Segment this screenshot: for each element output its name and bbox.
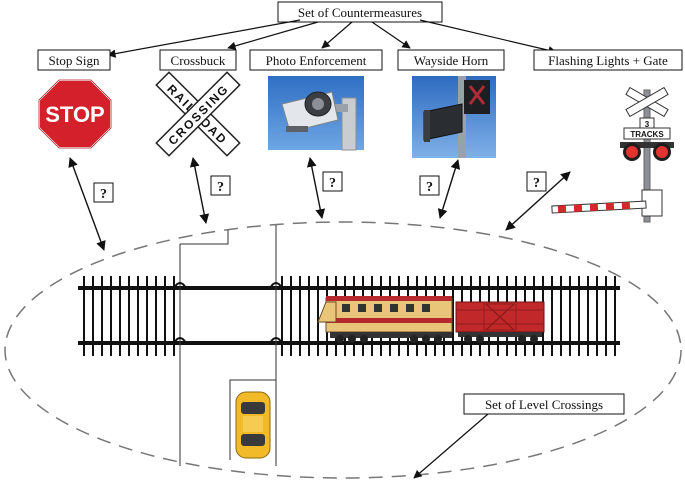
arrow-root-stop (107, 19, 301, 58)
question-mark: ? (100, 187, 107, 202)
arrow-root-crossbuck (227, 21, 319, 50)
car (229, 379, 276, 460)
arrow-root-photo (321, 21, 353, 49)
countermeasure-label: Crossbuck (171, 53, 226, 68)
crossings-set-ellipse (4, 221, 682, 479)
arrow-crossings-label (413, 413, 489, 479)
question-photo: ? (322, 171, 343, 192)
boxcar (455, 301, 545, 343)
association-arrows (68, 157, 571, 251)
stop-sign-text: STOP (45, 102, 105, 127)
horn-icon (412, 76, 496, 158)
question-horn: ? (419, 175, 440, 196)
stop-sign-icon: STOP (38, 79, 112, 149)
crossing-gate-icon: 3 TRACKS (551, 86, 674, 223)
crossbuck-icon: RAILROAD CROSSING (155, 71, 241, 157)
countermeasure-flashing-lights-gate: Flashing Lights + Gate (533, 49, 683, 71)
question-stop: ? (93, 182, 114, 203)
arrow-horn-crossings (437, 159, 461, 219)
arrow-photo-crossings (306, 157, 326, 219)
countermeasure-wayside-horn: Wayside Horn (397, 49, 505, 71)
camera-icon (268, 76, 364, 151)
arrow-root-horn (371, 21, 411, 49)
tracks-count: 3 (645, 120, 650, 129)
crossings-set-node: Set of Level Crossings (413, 393, 625, 479)
question-mark: ? (329, 176, 336, 191)
tracks-word: TRACKS (630, 130, 664, 139)
root-label: Set of Countermeasures (298, 5, 422, 20)
countermeasure-label: Flashing Lights + Gate (548, 53, 668, 68)
countermeasure-crossbuck: Crossbuck (159, 49, 237, 71)
countermeasure-stop-sign: Stop Sign (37, 49, 111, 71)
countermeasure-label: Wayside Horn (414, 53, 489, 68)
arrow-gate-crossings (505, 171, 571, 231)
question-mark: ? (533, 176, 540, 191)
locomotive (317, 296, 453, 343)
train (317, 296, 545, 343)
question-gate: ? (526, 171, 547, 192)
question-crossbuck: ? (210, 175, 231, 196)
root-node: Set of Countermeasures (277, 1, 443, 23)
question-mark: ? (426, 180, 433, 195)
question-mark: ? (217, 180, 224, 195)
crossings-set-label: Set of Level Crossings (485, 397, 603, 412)
root-arrows (107, 19, 557, 58)
countermeasure-label: Photo Enforcement (266, 53, 367, 68)
countermeasure-photo-enforcement: Photo Enforcement (249, 49, 383, 71)
arrow-root-gate (419, 19, 557, 55)
countermeasure-label: Stop Sign (49, 53, 100, 68)
arrow-stop-crossings (68, 157, 106, 251)
arrow-crossbuck-crossings (189, 157, 210, 224)
